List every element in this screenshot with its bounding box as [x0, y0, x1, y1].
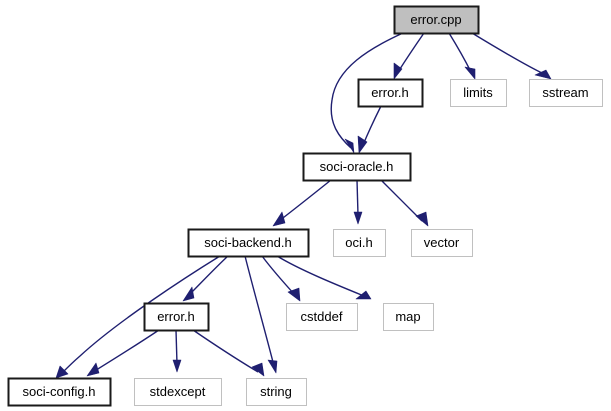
node-soci-backend-h[interactable]: soci-backend.h — [187, 228, 310, 258]
arrowhead-icon — [272, 211, 286, 227]
arrowhead-icon — [393, 62, 403, 80]
node-cstddef: cstddef — [286, 303, 358, 331]
node-stdexcept: stdexcept — [134, 378, 222, 406]
node-box — [246, 378, 307, 406]
node-soci-oracle-h[interactable]: soci-oracle.h — [302, 152, 412, 182]
node-box — [383, 303, 434, 331]
node-oci-h: oci.h — [333, 229, 386, 257]
node-error-h-bottom[interactable]: error.h — [143, 302, 210, 332]
edge-soci-backend-h-to-map — [276, 255, 372, 300]
arrowhead-icon — [287, 287, 301, 302]
arrowhead-icon — [182, 286, 195, 302]
edge-soci-backend-h-to-soci-config-h — [55, 255, 221, 379]
arrowhead-icon — [172, 359, 182, 373]
edge-soci-backend-h-to-cstddef — [261, 255, 301, 302]
node-box — [333, 229, 386, 257]
nodes-layer: error.cpp error.h limits sstream soci-oracle… — [7, 5, 603, 407]
arrowhead-icon — [464, 66, 476, 80]
node-box — [411, 229, 473, 257]
node-box — [134, 378, 222, 406]
arrowhead-icon — [415, 211, 429, 227]
edge-error-h-bottom-to-string — [192, 329, 265, 377]
arrowhead-icon — [251, 362, 265, 377]
node-box — [529, 79, 603, 107]
node-box[interactable] — [187, 228, 310, 258]
node-box[interactable] — [302, 152, 412, 182]
edge-soci-oracle-h-to-soci-backend-h — [272, 179, 332, 227]
edge-soci-backend-h-to-error-h-bottom — [182, 255, 229, 302]
edge-soci-backend-h-to-string — [244, 255, 278, 374]
edge-error-h-bottom-to-soci-config-h — [86, 329, 160, 377]
node-string: string — [246, 378, 307, 406]
node-error-cpp[interactable]: error.cpp — [393, 5, 480, 35]
node-box[interactable] — [7, 377, 112, 407]
node-sstream: sstream — [529, 79, 603, 107]
arrowhead-icon — [357, 135, 368, 154]
edge-error-cpp-to-sstream — [471, 32, 552, 80]
arrowhead-icon — [344, 138, 355, 154]
node-box[interactable] — [143, 302, 210, 332]
arrowhead-icon — [353, 211, 363, 225]
node-box — [286, 303, 358, 331]
node-soci-config-h[interactable]: soci-config.h — [7, 377, 112, 407]
arrowhead-icon — [55, 365, 69, 379]
edge-error-cpp-to-limits — [448, 32, 476, 80]
edge-error-h-top-to-soci-oracle-h — [357, 105, 382, 154]
edge-soci-oracle-h-to-oci-h — [353, 179, 363, 225]
edge-error-h-bottom-to-stdexcept — [172, 329, 182, 373]
node-vector: vector — [411, 229, 473, 257]
edges-layer — [55, 32, 552, 379]
node-map: map — [383, 303, 434, 331]
node-box[interactable] — [357, 78, 424, 108]
node-box[interactable] — [393, 5, 480, 35]
arrowhead-icon — [534, 69, 552, 80]
node-limits: limits — [450, 79, 507, 107]
node-box — [450, 79, 507, 107]
node-error-h-top[interactable]: error.h — [357, 78, 424, 108]
arrowhead-icon — [355, 290, 372, 300]
arrowhead-icon — [86, 362, 100, 377]
edge-error-cpp-to-error-h-top — [393, 32, 425, 80]
edge-soci-oracle-h-to-vector — [380, 179, 429, 227]
arrowhead-icon — [267, 359, 278, 374]
edge-error-cpp-to-soci-oracle-h — [330, 32, 404, 154]
